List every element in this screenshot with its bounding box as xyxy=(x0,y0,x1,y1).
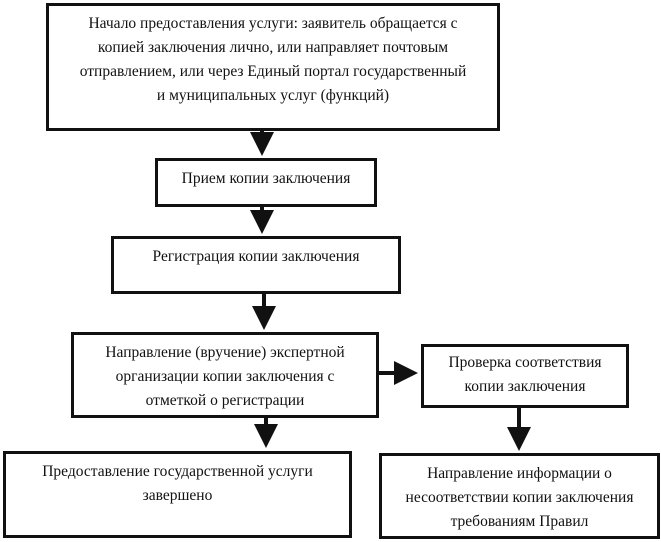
node-send-line: отметкой о регистрации xyxy=(145,392,305,409)
node-check-line: копии заключения xyxy=(464,378,586,395)
node-start: Начало предоставления услуги: заявитель … xyxy=(46,3,500,131)
node-start-line: и муниципальных услуг (функций) xyxy=(156,87,390,104)
node-register-line: Регистрация копии заключения xyxy=(152,248,360,265)
node-check: Проверка соответствия копии заключения xyxy=(421,344,629,408)
node-receive-line: Прием копии заключения xyxy=(181,170,351,187)
node-send-line: Направление (вручение) экспертной xyxy=(105,344,345,361)
node-register: Регистрация копии заключения xyxy=(111,236,401,294)
node-done: Предоставление государственной услуги за… xyxy=(3,451,352,538)
node-send: Направление (вручение) экспертной органи… xyxy=(71,332,379,418)
node-mismatch-line: несоответствии копии заключения xyxy=(405,489,634,506)
node-done-line: завершено xyxy=(142,487,213,504)
node-send-line: организации копии заключения с xyxy=(115,368,335,385)
node-check-line: Проверка соответствия xyxy=(448,354,602,371)
node-mismatch-line: требованиям Правил xyxy=(450,513,589,530)
node-mismatch-line: Направление информации о xyxy=(427,465,612,482)
node-mismatch: Направление информации о несоответствии … xyxy=(379,453,660,539)
node-start-line: отправлением, или через Единый портал го… xyxy=(79,63,467,80)
node-start-line: копией заключения лично, или направляет … xyxy=(97,39,449,56)
node-receive: Прием копии заключения xyxy=(155,158,377,207)
node-start-line: Начало предоставления услуги: заявитель … xyxy=(88,15,458,32)
node-done-line: Предоставление государственной услуги xyxy=(42,463,313,480)
